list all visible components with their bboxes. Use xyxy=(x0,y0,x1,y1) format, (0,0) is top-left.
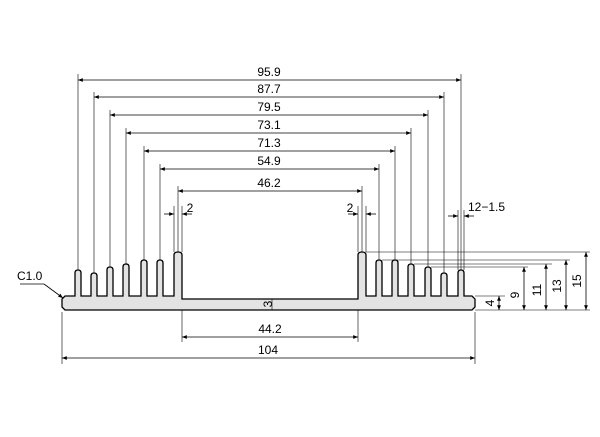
height-dimension-15: 15 xyxy=(570,252,588,310)
total-width-label: 104 xyxy=(258,343,278,357)
height-dimension-13: 13 xyxy=(550,260,568,310)
total-width-dimension: 104 xyxy=(61,312,476,364)
height-11-label: 11 xyxy=(530,283,544,296)
base-thickness-label: 3 xyxy=(261,300,275,307)
chamfer-label: C1.0 xyxy=(17,269,43,283)
chamfer-callout: C1.0 xyxy=(17,269,64,299)
height-13-label: 13 xyxy=(550,279,564,293)
dim-71-3-label: 71.3 xyxy=(257,136,281,150)
dim-87-7-label: 87.7 xyxy=(257,82,281,96)
left-fin-thickness-label: 2 xyxy=(187,201,194,215)
fin-spec-label: 12−1.5 xyxy=(468,200,505,214)
dim-79-5-label: 79.5 xyxy=(257,100,281,114)
inner-gap-label: 44.2 xyxy=(258,322,282,336)
height-dimension-4: 4 xyxy=(483,296,501,310)
height-dimension-11: 11 xyxy=(530,264,548,310)
height-9-label: 9 xyxy=(508,291,522,298)
right-fin-thickness-label: 2 xyxy=(347,201,354,215)
dim-54-9-label: 54.9 xyxy=(257,154,281,168)
dim-73-1-label: 73.1 xyxy=(257,118,281,132)
width-dimension-79-5: 79.5 xyxy=(109,100,429,267)
width-dimension-95-9: 95.9 xyxy=(77,65,462,270)
inner-gap-dimension: 44.2 xyxy=(181,310,359,342)
left-fin-thickness-callout: 2 xyxy=(164,201,194,252)
height-dimension-9: 9 xyxy=(508,267,526,310)
width-dimension-87-7: 87.7 xyxy=(93,82,445,273)
dim-46-2-label: 46.2 xyxy=(257,176,281,190)
width-dimension-54-9: 54.9 xyxy=(159,154,380,260)
fin-spec-callout: 12−1.5 xyxy=(448,200,505,270)
width-dimension-71-3: 71.3 xyxy=(143,136,396,260)
height-15-label: 15 xyxy=(570,274,584,288)
height-4-label: 4 xyxy=(483,299,497,306)
right-fin-thickness-callout: 2 xyxy=(347,201,376,252)
width-dimension-46-2: 46.2 xyxy=(177,176,363,252)
width-dimension-73-1: 73.1 xyxy=(125,118,412,264)
dim-95-9-label: 95.9 xyxy=(257,65,281,79)
heatsink-profile xyxy=(61,251,476,311)
